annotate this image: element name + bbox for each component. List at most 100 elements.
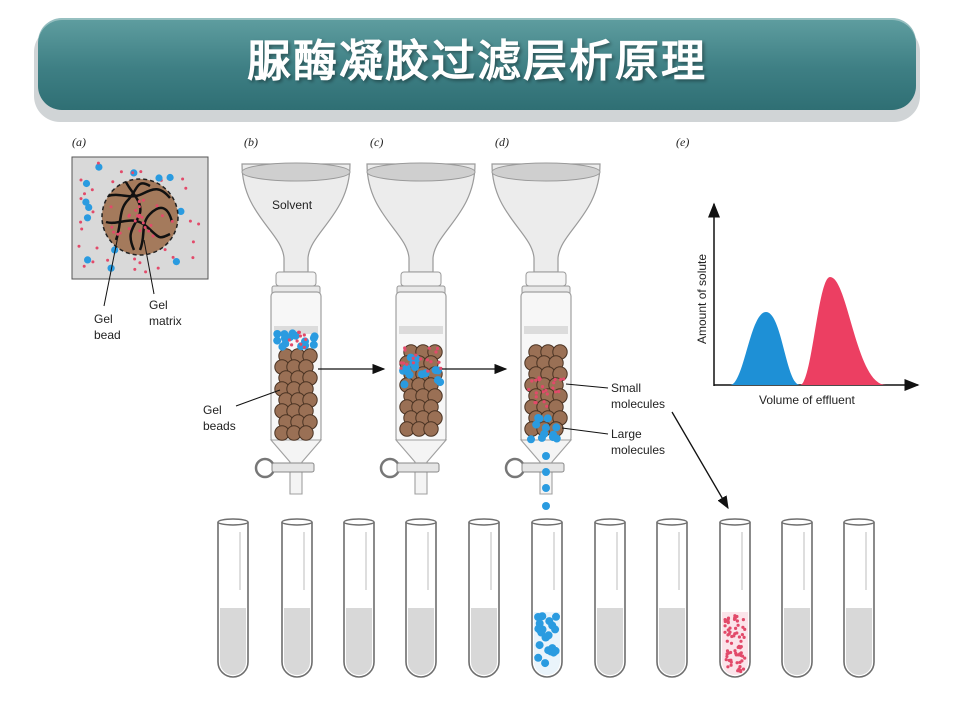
small-molecule — [118, 231, 122, 235]
small-molecule — [736, 623, 740, 627]
small-molecule — [151, 234, 155, 238]
tube-rim — [781, 518, 813, 526]
small-molecule — [437, 360, 441, 364]
small-molecule — [429, 360, 433, 364]
small-molecule — [725, 639, 729, 643]
tube-liquid — [346, 608, 372, 675]
small-molecule — [545, 392, 549, 396]
arrow-to-red-tube — [671, 411, 729, 510]
small-molecule — [735, 661, 739, 665]
funnel-rim — [491, 162, 601, 182]
solvent-label: Solvent — [272, 198, 313, 212]
small-molecule — [725, 654, 729, 659]
gel-bead — [298, 425, 314, 441]
small-molecule — [79, 220, 83, 224]
small-molecule — [741, 625, 745, 629]
small-molecule — [551, 386, 555, 390]
small-molecules-pointer — [565, 383, 609, 389]
small-molecule — [138, 229, 142, 233]
small-molecule — [738, 665, 742, 669]
large-molecule — [535, 414, 544, 423]
small-molecule — [740, 654, 745, 658]
large-molecule — [172, 258, 180, 266]
gel-beads-label-2: beads — [203, 419, 236, 433]
large-molecule — [534, 653, 543, 662]
tube-liquid — [846, 608, 872, 675]
small-molecule — [83, 192, 86, 196]
small-molecule — [191, 240, 195, 244]
large-molecule — [436, 378, 445, 387]
small-molecule — [287, 338, 291, 342]
collection-tube — [343, 518, 375, 678]
panel-d-label: (d) — [495, 135, 509, 149]
stopcock — [271, 462, 315, 473]
small-molecule — [729, 650, 733, 655]
small-molecule — [302, 333, 306, 337]
column-d — [491, 162, 601, 576]
small-molecule — [133, 219, 137, 223]
collection-tube — [281, 518, 313, 678]
small-molecule — [399, 366, 403, 370]
tube-rim — [843, 518, 875, 526]
panel-b-label: (b) — [244, 135, 258, 149]
large-molecule — [82, 198, 90, 206]
small-molecule — [435, 346, 440, 351]
small-molecule — [541, 390, 545, 394]
small-molecule — [116, 232, 120, 236]
large-molecule — [309, 340, 318, 349]
small-molecule — [131, 171, 135, 175]
eluting-large-molecule — [542, 468, 550, 476]
small-molecule — [727, 658, 731, 663]
small-molecule — [155, 204, 159, 208]
column-b — [241, 162, 351, 495]
small-molecule — [540, 385, 545, 389]
small-molecule — [544, 388, 548, 392]
small-molecule — [298, 334, 302, 338]
small-molecule — [149, 223, 153, 227]
small-molecule — [411, 361, 415, 365]
small-molecule — [181, 177, 185, 181]
tube-rim — [594, 518, 626, 526]
small-molecule — [191, 256, 195, 260]
large-molecule — [417, 370, 426, 379]
large-molecules-label-2: molecules — [611, 443, 665, 457]
large-molecule — [532, 420, 541, 429]
small-molecule — [77, 244, 81, 248]
small-molecule — [142, 198, 145, 202]
small-molecule — [109, 205, 113, 209]
small-molecule — [138, 261, 142, 265]
small-molecule — [295, 339, 299, 343]
small-molecule — [733, 649, 737, 653]
gel-bead — [423, 421, 439, 437]
small-molecule — [143, 226, 147, 229]
tube-rim — [468, 518, 500, 526]
small-molecule — [729, 663, 733, 667]
stopcock-handle — [504, 457, 526, 479]
large-molecule — [536, 626, 545, 635]
tube-liquid — [659, 608, 685, 675]
small-molecule — [91, 210, 95, 214]
small-molecule — [739, 651, 743, 655]
column-joint — [275, 271, 317, 287]
small-molecule — [297, 330, 301, 334]
collection-tube — [531, 518, 563, 678]
large-molecule — [278, 342, 287, 351]
collection-tube — [594, 518, 626, 678]
small-molecule — [399, 361, 403, 365]
small-molecule — [127, 227, 131, 231]
large-molecule — [85, 203, 93, 211]
small-molecule — [726, 665, 730, 669]
large-molecule — [431, 366, 440, 375]
small-molecule — [112, 230, 116, 234]
small-molecule — [726, 633, 730, 637]
small-molecule — [414, 353, 418, 357]
large-molecule — [541, 659, 550, 668]
small-molecule — [171, 255, 175, 259]
tube-liquid — [784, 608, 810, 675]
large-molecule — [545, 617, 554, 626]
small-molecule — [734, 651, 738, 655]
small-molecule — [411, 356, 415, 360]
small-molecule — [163, 248, 167, 252]
small-molecule — [723, 624, 727, 628]
funnel-rim — [366, 162, 476, 182]
